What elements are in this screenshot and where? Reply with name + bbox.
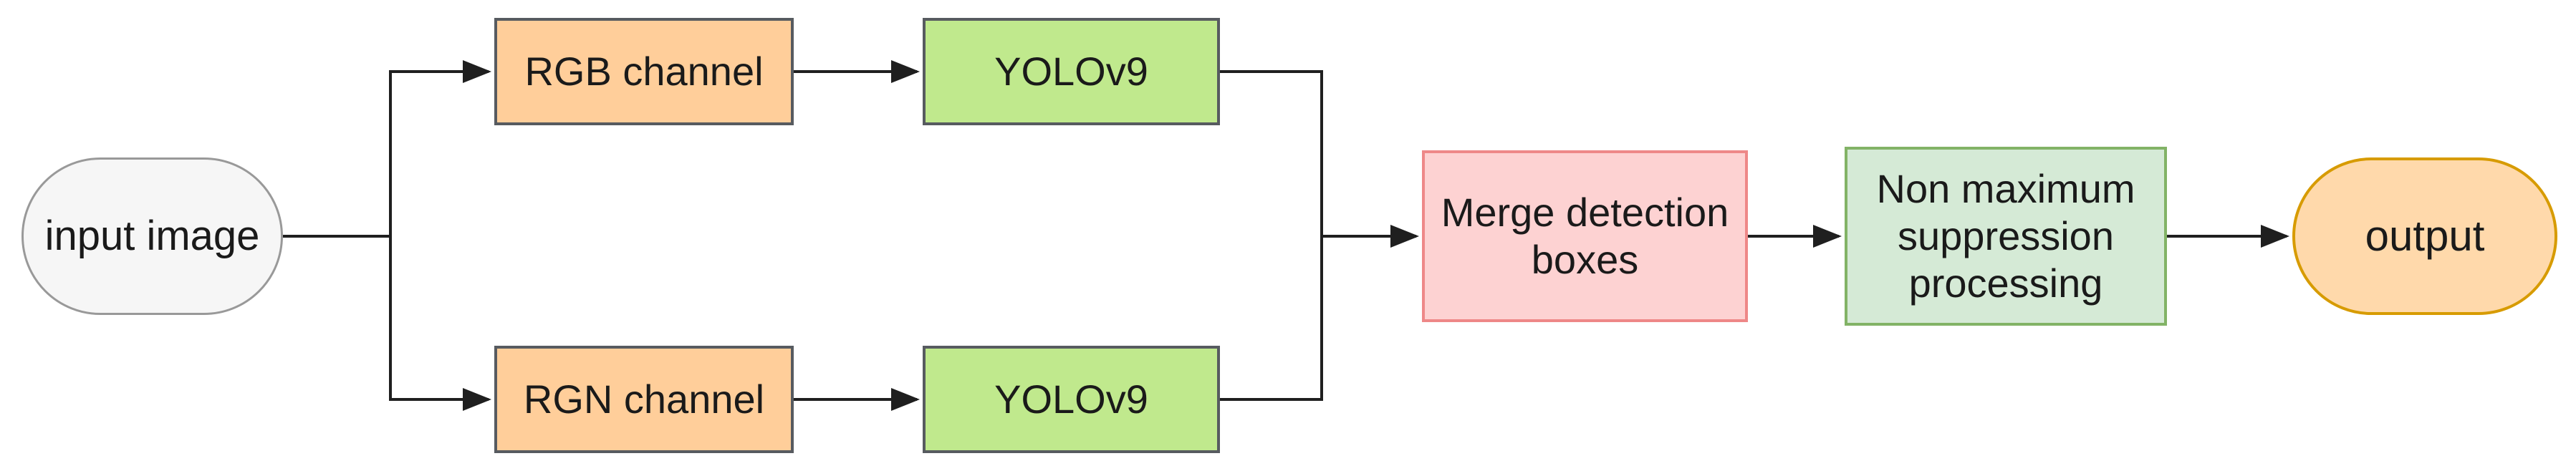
edge-yolo-outputs-join (1220, 70, 1323, 401)
node-yolov9-rgb-label: YOLOv9 (994, 48, 1148, 94)
node-input-image-label: input image (44, 212, 260, 259)
node-output: output (2292, 157, 2557, 315)
node-yolov9-rgn: YOLOv9 (923, 346, 1220, 453)
edge-branch-to-rgb-channel (389, 60, 491, 236)
node-merge-detection-boxes-label: Merge detection boxes (1441, 189, 1729, 282)
node-rgn-channel: RGN channel (494, 346, 794, 453)
node-input-image: input image (21, 157, 283, 315)
node-rgn-channel-label: RGN channel (523, 376, 765, 422)
node-rgb-channel-label: RGB channel (524, 48, 764, 94)
node-yolov9-rgb: YOLOv9 (923, 18, 1220, 125)
node-non-maximum-suppression-label: Non maximum suppression processing (1876, 165, 2135, 306)
node-yolov9-rgn-label: YOLOv9 (994, 376, 1148, 422)
node-output-label: output (2365, 211, 2485, 260)
edge-branch-to-rgn-channel (389, 236, 491, 411)
node-non-maximum-suppression: Non maximum suppression processing (1845, 147, 2167, 326)
node-rgb-channel: RGB channel (494, 18, 794, 125)
node-merge-detection-boxes: Merge detection boxes (1422, 150, 1748, 322)
